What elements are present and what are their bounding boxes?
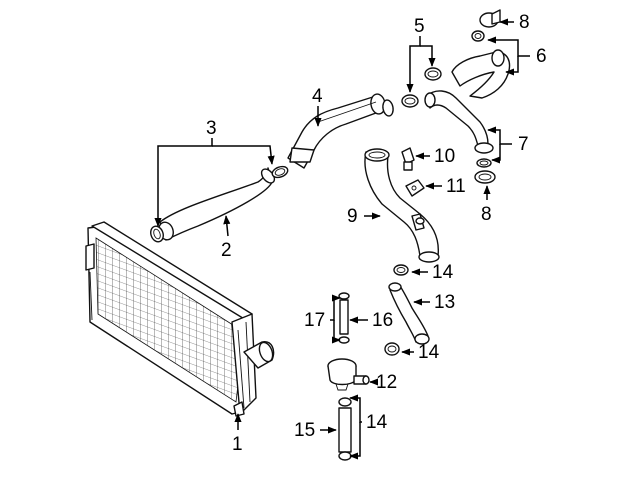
callout-3: 3 bbox=[206, 118, 217, 139]
callout-7: 7 bbox=[518, 134, 529, 155]
intercooler-icon[interactable] bbox=[85, 221, 275, 417]
callout-14-middle: 14 bbox=[418, 342, 440, 363]
hose-icon[interactable] bbox=[338, 397, 352, 461]
callout-6: 6 bbox=[536, 46, 547, 67]
hose-clamp-icon[interactable] bbox=[384, 264, 409, 356]
callout-12: 12 bbox=[376, 372, 397, 393]
leader-lines bbox=[154, 18, 530, 460]
callout-14-lower: 14 bbox=[366, 412, 388, 433]
callout-8-top: 8 bbox=[519, 12, 530, 33]
callout-17: 17 bbox=[304, 310, 325, 331]
valve-icon[interactable] bbox=[327, 358, 370, 391]
callout-9: 9 bbox=[347, 206, 358, 227]
lower-intake-hose-icon[interactable] bbox=[156, 167, 277, 242]
callout-14-upper: 14 bbox=[432, 262, 454, 283]
callout-4: 4 bbox=[312, 86, 323, 107]
small-hose-icon[interactable] bbox=[339, 299, 349, 335]
callout-labels: 1 2 3 4 5 6 7 8 8 9 10 11 12 13 14 14 14… bbox=[206, 12, 547, 455]
bracket-icon[interactable] bbox=[405, 179, 425, 197]
callout-16: 16 bbox=[372, 310, 393, 331]
vent-hose-icon[interactable] bbox=[388, 282, 430, 345]
callout-2: 2 bbox=[221, 240, 232, 261]
callout-15: 15 bbox=[294, 420, 315, 441]
callout-13: 13 bbox=[434, 292, 455, 313]
callout-5: 5 bbox=[414, 16, 425, 37]
callout-10: 10 bbox=[434, 146, 455, 167]
sensor-icon[interactable] bbox=[401, 147, 415, 171]
callout-11: 11 bbox=[446, 176, 466, 197]
callout-1: 1 bbox=[232, 434, 243, 455]
clamp-icon[interactable] bbox=[474, 9, 501, 184]
callout-8-bottom: 8 bbox=[481, 204, 492, 225]
intake-pipe-icon[interactable] bbox=[287, 93, 394, 169]
hose-clamp-pair-icon[interactable] bbox=[401, 67, 442, 108]
hose-clamp-pair-icon[interactable] bbox=[149, 165, 290, 244]
tube-assembly-icon[interactable] bbox=[424, 90, 494, 168]
intercooler-hose-icon[interactable] bbox=[364, 148, 440, 263]
upper-hose-icon[interactable] bbox=[451, 30, 511, 99]
